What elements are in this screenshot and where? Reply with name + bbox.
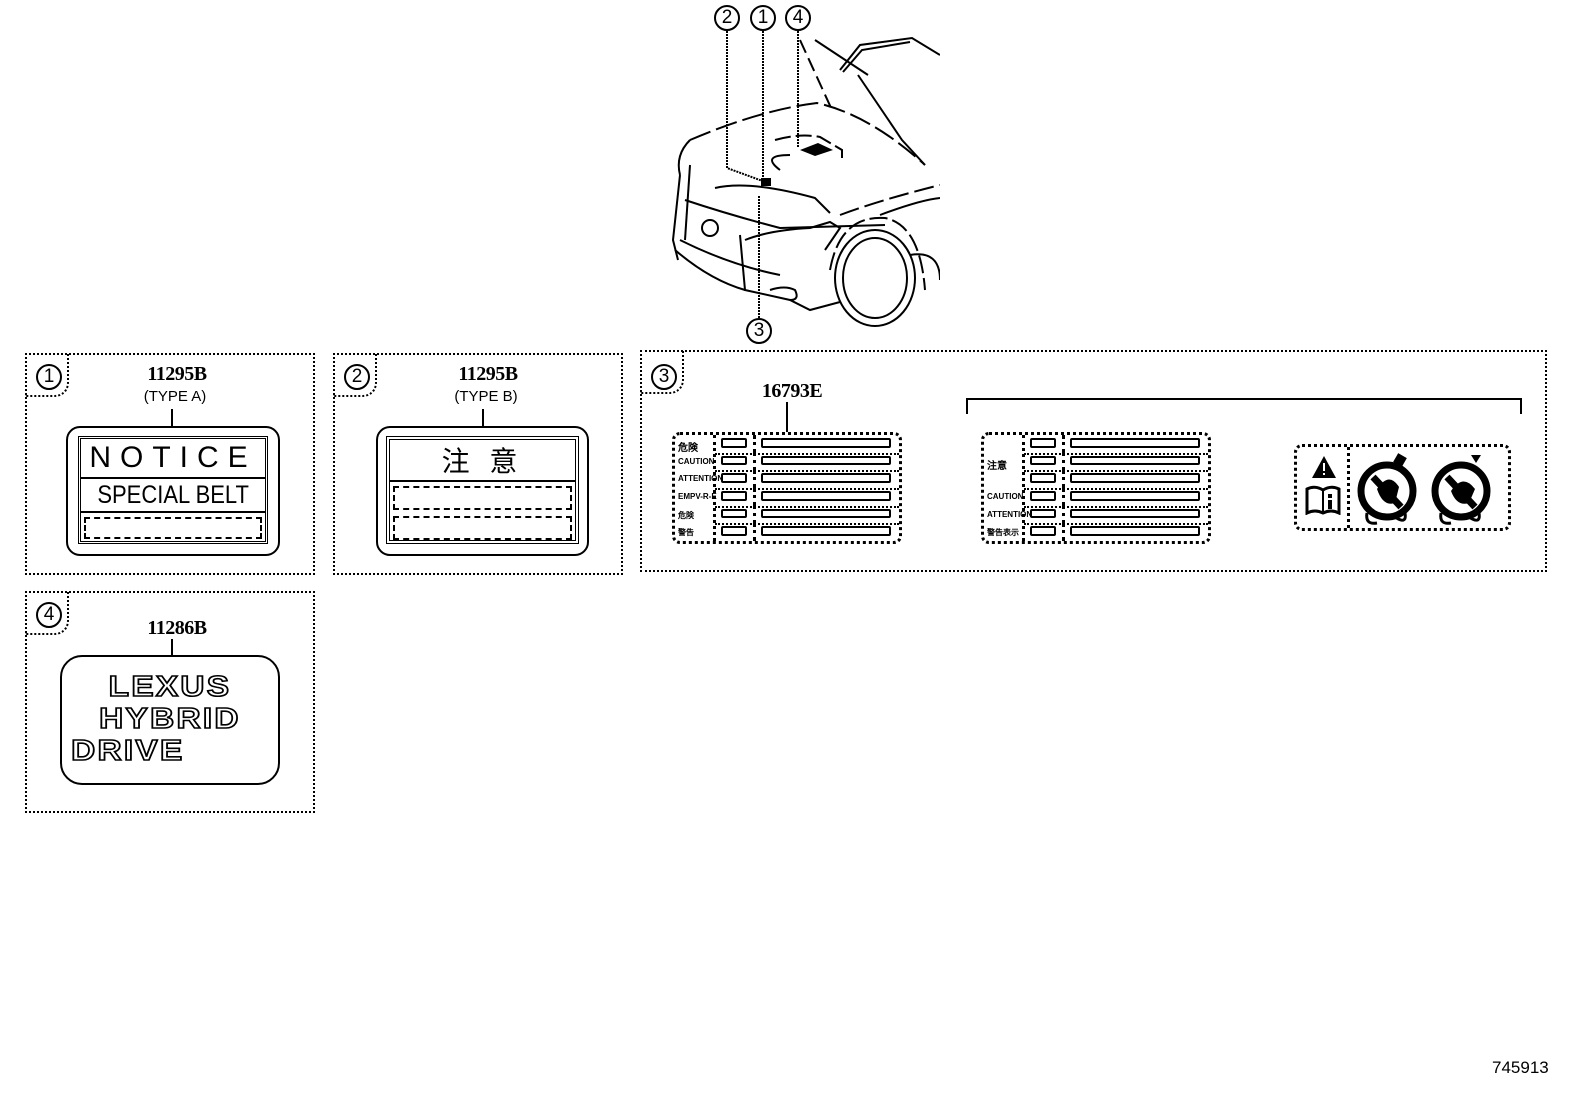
bracket bbox=[966, 398, 1522, 414]
label-side-text: CAUTION bbox=[678, 456, 715, 466]
vehicle-front-illustration bbox=[671, 31, 940, 327]
warning-label-a: 危険 CAUTION ATTENTION EMPV-R-E 危険警告 bbox=[672, 432, 902, 544]
part-number: 16793E bbox=[761, 380, 823, 402]
label-side-text: 警告 bbox=[678, 528, 694, 538]
label-side-text: ATTENTION bbox=[987, 509, 1033, 519]
part-type: (TYPE A) bbox=[143, 388, 207, 405]
child-seat-warning-label bbox=[1294, 444, 1511, 531]
emblem-line: LEXUS bbox=[108, 670, 232, 704]
caution-title: 注 意 bbox=[441, 446, 524, 477]
diagram-id: 745913 bbox=[1492, 1058, 1549, 1077]
label-row bbox=[715, 523, 899, 541]
notice-title: NOTICE bbox=[89, 441, 257, 474]
label-side-text: 警告表示 bbox=[987, 528, 1019, 538]
blank-field bbox=[393, 516, 572, 540]
label-side-text: 危険 bbox=[678, 443, 698, 454]
notice-label: NOTICE SPECIAL BELT bbox=[66, 426, 280, 556]
warning-label-b: 注意 CAUTION ATTENTION 警告表示 bbox=[981, 432, 1211, 544]
no-child-seat-icon bbox=[1431, 455, 1491, 525]
emblem-line: DRIVE bbox=[70, 734, 185, 768]
panel-1: 1 11295B (TYPE A) NOTICE SPECIAL BELT bbox=[25, 353, 315, 575]
label-row bbox=[715, 488, 899, 508]
part-number: 11295B bbox=[458, 363, 518, 385]
label-side-text: CAUTION bbox=[987, 492, 1024, 501]
label-side-text: EMPV-R-E bbox=[678, 492, 717, 501]
emblem-line: HYBRID bbox=[98, 702, 241, 736]
leader-line bbox=[171, 409, 173, 427]
panel-tab bbox=[640, 350, 684, 394]
manual-book-icon bbox=[1305, 485, 1341, 515]
panel-4: 4 11286B LEXUS HYBRID DRIVE bbox=[25, 591, 315, 813]
caution-label-jp: 注 意 bbox=[376, 426, 589, 556]
panel-tab bbox=[25, 591, 69, 635]
no-child-seat-icon bbox=[1357, 453, 1417, 525]
label-row bbox=[715, 505, 899, 526]
label-row bbox=[1024, 488, 1208, 508]
panel-number: 3 bbox=[651, 364, 677, 390]
label-row bbox=[1024, 523, 1208, 541]
part-number: 11295B bbox=[147, 363, 207, 385]
panel-2: 2 11295B (TYPE B) 注 意 bbox=[333, 353, 623, 575]
panel-number: 4 bbox=[36, 602, 62, 628]
lexus-hybrid-drive-emblem: LEXUS HYBRID DRIVE bbox=[60, 655, 280, 785]
label-side-text: ATTENTION bbox=[678, 474, 724, 484]
panel-number: 2 bbox=[344, 364, 370, 390]
leader-line bbox=[482, 409, 484, 427]
blank-field bbox=[393, 486, 572, 510]
label-row bbox=[1024, 505, 1208, 526]
notice-subtitle: SPECIAL BELT bbox=[97, 480, 249, 509]
warning-triangle-icon bbox=[1312, 456, 1336, 478]
blank-field bbox=[84, 517, 262, 539]
panel-number: 1 bbox=[36, 364, 62, 390]
label-row bbox=[1024, 470, 1208, 490]
label-row bbox=[715, 452, 899, 473]
panel-tab bbox=[333, 353, 377, 397]
label-row bbox=[715, 435, 899, 455]
leader-line bbox=[171, 639, 173, 657]
label-row bbox=[1024, 435, 1208, 455]
callout-3: 3 bbox=[746, 318, 772, 344]
part-number: 11286B bbox=[147, 617, 207, 639]
label-side-text: 注意 bbox=[987, 460, 1007, 472]
leader-line bbox=[786, 402, 788, 432]
callout-4: 4 bbox=[785, 5, 811, 31]
label-side-text: 危険 bbox=[678, 510, 694, 520]
label-row bbox=[1024, 452, 1208, 473]
callout-2: 2 bbox=[714, 5, 740, 31]
panel-tab bbox=[25, 353, 69, 397]
label-row bbox=[715, 470, 899, 490]
part-type: (TYPE B) bbox=[454, 388, 518, 405]
callout-1: 1 bbox=[750, 5, 776, 31]
